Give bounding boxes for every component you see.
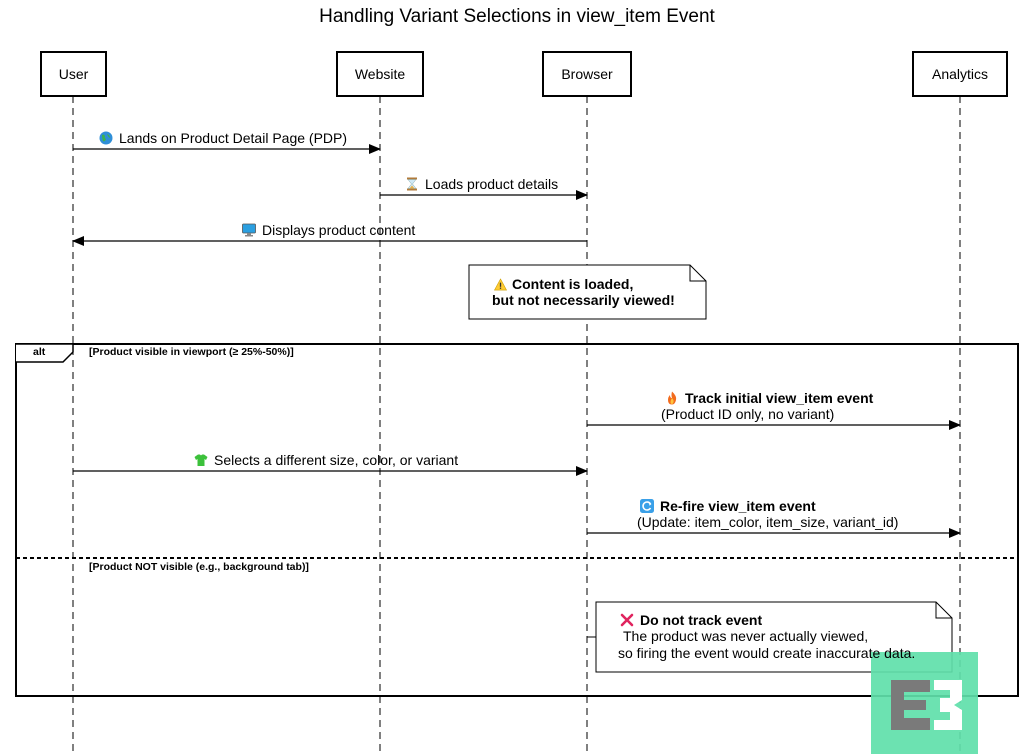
msg-label-m3: Displays product content [242,222,415,238]
msg-text-m3: Displays product content [262,222,416,238]
tshirt-icon [194,454,208,466]
participant-browser-label: Browser [561,66,613,82]
note-loaded-line1: Content is loaded, [512,276,634,292]
monitor-icon [242,223,256,237]
diagram-title: Handling Variant Selections in view_item… [319,6,715,27]
participant-analytics: Analytics [912,51,1008,97]
participant-user: User [40,51,107,97]
msg-label-m6-sub: (Update: item_color, item_size, variant_… [637,514,899,530]
msg-text-m2: Loads product details [425,176,559,192]
msg-text-m1: Lands on Product Detail Page (PDP) [119,130,348,146]
msg-label-m4-sub: (Product ID only, no variant) [661,406,835,422]
note-notrack-line2: The product was never actually viewed, [623,628,869,644]
hourglass-icon [407,177,417,191]
cross-mark-icon [620,613,634,627]
participant-analytics-label: Analytics [931,66,989,82]
note-notrack: Do not track event [620,612,762,629]
msg-text-m5: Selects a different size, color, or vari… [214,452,459,468]
warning-icon [494,278,507,291]
alt-label: alt [33,346,46,358]
alt-tab [16,343,74,363]
globe-icon [99,131,113,145]
msg-label-m6-title: Re-fire view_item event [640,498,816,514]
note-loaded: Content is loaded, [494,276,633,293]
msg-label-m4-title: Track initial view_item event [665,390,873,406]
msg-text-m4-line1: Track initial view_item event [685,390,874,406]
msg-label-m2: Loads product details [405,176,558,192]
note-loaded-line2: but not necessarily viewed! [492,292,675,308]
msg-text-m6-line1: Re-fire view_item event [660,498,816,514]
note-notrack-line3: so firing the event would create inaccur… [618,645,916,661]
note-notrack-line1: Do not track event [640,612,763,628]
e3-logo-icon [871,652,978,754]
participant-user-label: User [58,66,89,82]
note-notrack-shape [595,601,953,673]
alt-guard-not-visible: [Product NOT visible (e.g., background t… [89,561,309,573]
alt-guard-visible: [Product visible in viewport (≥ 25%-50%)… [89,346,294,358]
alt-frame [15,343,1019,697]
note-loaded-shape [468,264,707,320]
participant-website: Website [336,51,424,97]
refresh-icon [640,499,654,513]
msg-label-m5: Selects a different size, color, or vari… [194,452,458,468]
msg-label-m1: Lands on Product Detail Page (PDP) [99,130,347,146]
participant-browser: Browser [542,51,632,97]
participant-website-label: Website [354,66,406,82]
fire-icon [668,391,677,405]
